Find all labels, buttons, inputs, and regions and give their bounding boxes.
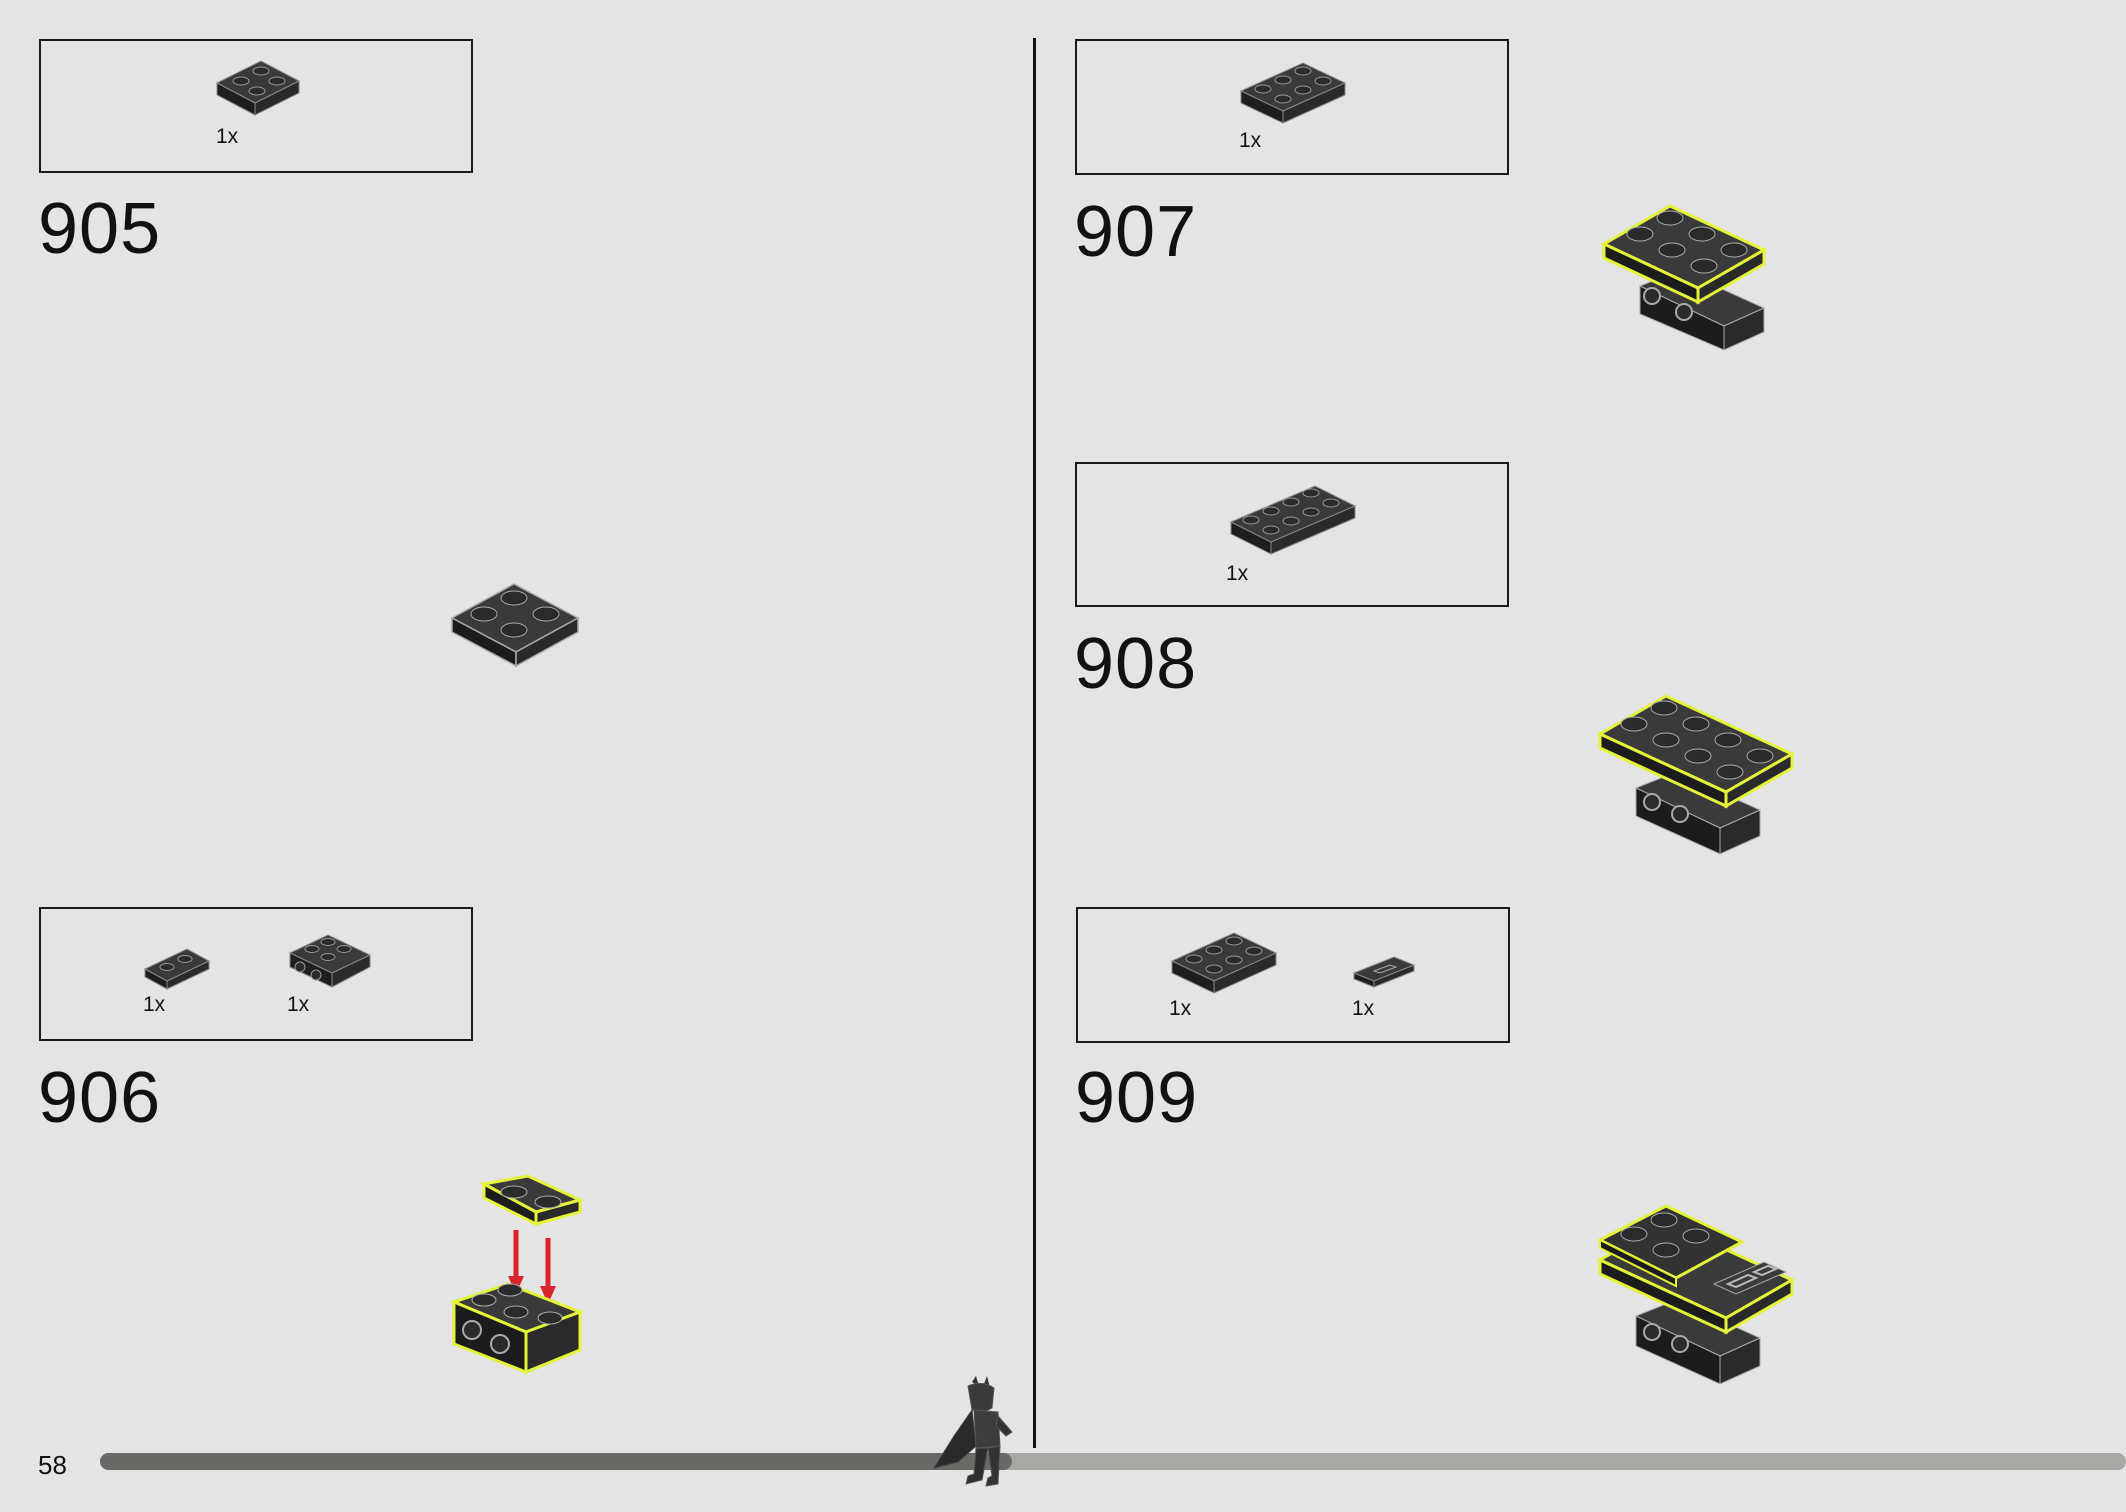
plate-2x3-icon	[1239, 62, 1347, 124]
part-qty: 1x	[216, 125, 239, 148]
tile-grille-icon	[1352, 956, 1416, 988]
parts-box-905: 1x	[39, 39, 473, 173]
batman-minifigure-icon	[932, 1376, 1013, 1487]
part-qty: 1x	[1226, 562, 1249, 585]
part-qty: 1x	[1169, 997, 1192, 1020]
plate-2x2-icon	[215, 60, 301, 116]
assembly-907	[1600, 204, 1768, 351]
parts-box-908: 1x	[1075, 462, 1509, 607]
parts-box-909: 1x 1x	[1076, 907, 1510, 1043]
part-qty: 1x	[287, 993, 310, 1016]
step-number: 909	[1075, 1058, 1199, 1138]
step-number: 907	[1074, 192, 1198, 272]
parts-box-907: 1x	[1075, 39, 1509, 175]
step-number: 908	[1074, 624, 1198, 704]
page-number: 58	[38, 1450, 67, 1480]
parts-box-906: 1x 1x	[39, 907, 473, 1041]
plate-1x2-icon	[143, 948, 211, 990]
page-divider	[1033, 38, 1036, 1448]
part-qty: 1x	[143, 993, 166, 1016]
assembly-plate-2x2	[450, 583, 580, 668]
progress-bar-fill	[100, 1453, 1012, 1470]
part-qty: 1x	[1239, 129, 1262, 152]
part-qty: 1x	[1352, 997, 1375, 1020]
plate-2x4-icon	[1229, 485, 1357, 555]
step-number: 906	[38, 1058, 162, 1138]
step-number: 905	[38, 189, 162, 269]
assembly-909	[1596, 1204, 1796, 1385]
assembly-906	[449, 1174, 585, 1375]
assembly-908	[1596, 694, 1796, 855]
plate-2x3-icon	[1170, 932, 1278, 994]
bracket-icon	[288, 934, 372, 988]
